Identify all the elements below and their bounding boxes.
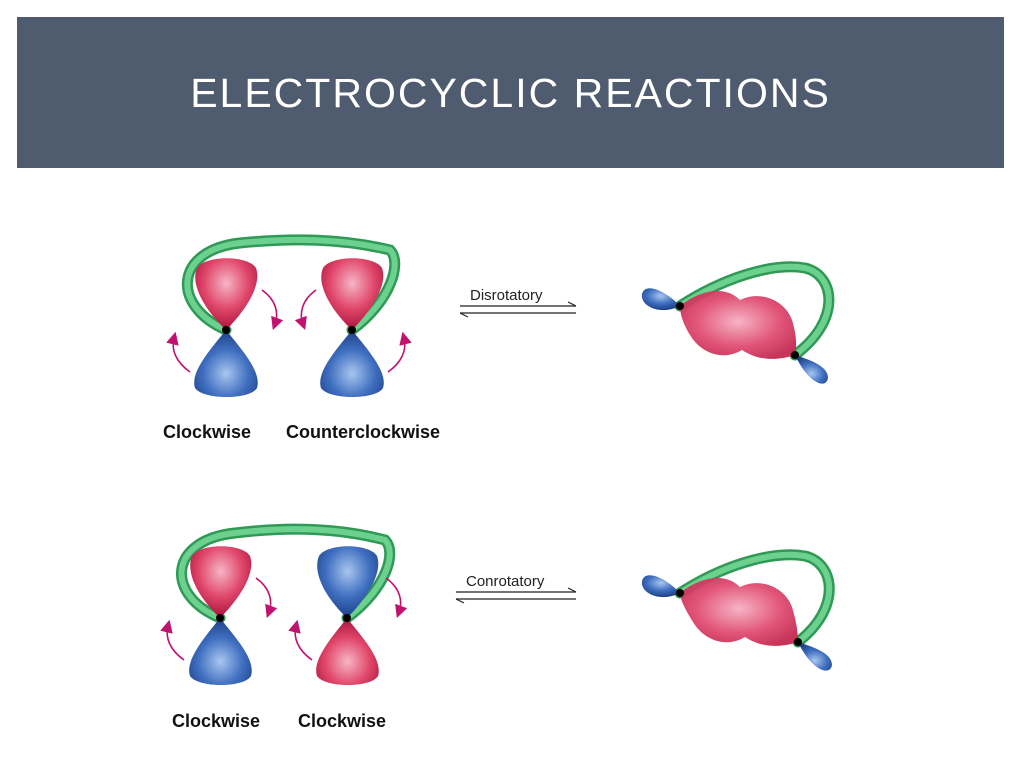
p-orbital-lobe-back-right <box>795 355 828 384</box>
sigma-bond-lobe <box>680 291 797 359</box>
title-banner: ELECTROCYCLIC REACTIONS <box>17 17 1004 168</box>
slide-title: ELECTROCYCLIC REACTIONS <box>190 70 831 116</box>
p-orbital-lobe-top-right <box>317 546 379 618</box>
carbon-atom <box>343 614 351 622</box>
mode-label: Disrotatory <box>470 287 543 304</box>
p-orbital-lobe-back-left <box>641 288 680 311</box>
p-orbital-lobe-top-right <box>321 258 384 330</box>
carbon-atom <box>676 302 684 310</box>
p-orbital-lobe-back-left <box>641 575 680 598</box>
rotation-arrow <box>385 577 408 619</box>
p-orbital-lobe-top-left <box>190 546 252 618</box>
sigma-bond-lobe <box>680 578 798 646</box>
disrotatory-reactant <box>166 234 412 397</box>
p-orbital-lobe-bottom-right <box>320 330 384 397</box>
p-orbital-lobe-top-left <box>195 258 258 330</box>
disrotatory-product <box>641 261 835 384</box>
rotation-arrow <box>387 331 412 373</box>
rotation-label-right: Counterclockwise <box>286 422 440 442</box>
mode-label: Conrotatory <box>466 573 545 590</box>
carbon-atom <box>348 326 356 334</box>
rotation-arrow <box>255 577 278 619</box>
rotation-arrow <box>160 619 185 661</box>
rotation-arrow <box>294 289 317 331</box>
equilibrium-arrow-conrotatory: Conrotatory <box>455 573 577 604</box>
p-orbital-lobe-bottom-left <box>189 618 252 685</box>
carbon-atom <box>216 614 224 622</box>
rotation-label-left: Clockwise <box>163 422 251 442</box>
carbon-atom <box>794 638 802 646</box>
rotation-label-left: Clockwise <box>172 711 260 731</box>
p-orbital-lobe-bottom-right <box>316 618 379 685</box>
rotation-arrow <box>166 331 191 373</box>
rotation-arrow <box>261 289 284 331</box>
conrotatory-product <box>641 549 835 671</box>
p-orbital-lobe-back-right <box>798 642 832 671</box>
carbon-atom <box>791 351 799 359</box>
conrotatory-reactant <box>160 523 408 685</box>
carbon-atom <box>676 589 684 597</box>
p-orbital-lobe-bottom-left <box>194 330 258 397</box>
carbon-atom <box>222 326 230 334</box>
equilibrium-arrow-disrotatory: Disrotatory <box>459 287 577 318</box>
rotation-arrow <box>288 619 313 661</box>
rotation-label-right: Clockwise <box>298 711 386 731</box>
